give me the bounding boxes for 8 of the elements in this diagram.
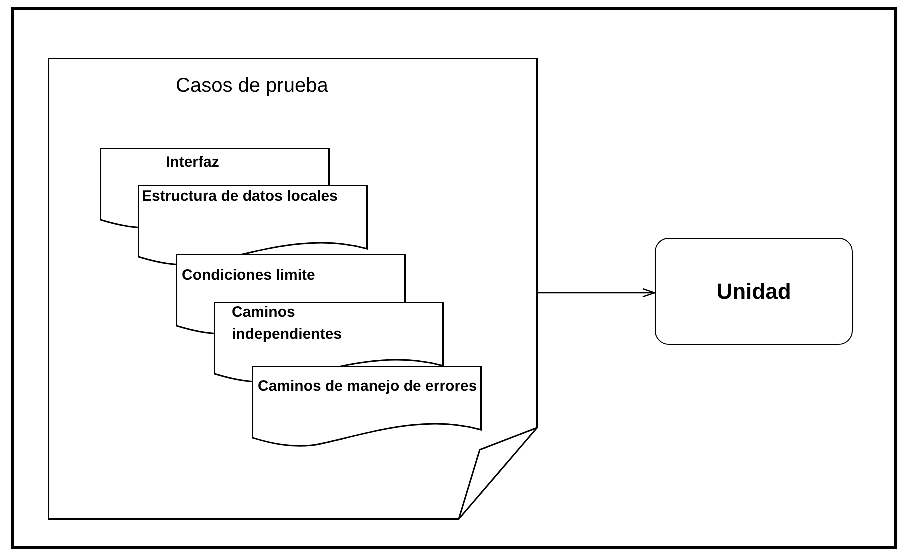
document-label: Caminos de manejo de errores: [258, 377, 478, 397]
arrow: [538, 288, 656, 298]
unit-box: Unidad: [655, 238, 853, 345]
document-label: Caminos independientes: [232, 303, 344, 345]
document-label: Estructura de datos locales: [142, 187, 339, 207]
document-label: Condiciones limite: [182, 266, 316, 286]
document-label: Interfaz: [166, 153, 220, 173]
heading: Casos de prueba: [176, 74, 330, 99]
